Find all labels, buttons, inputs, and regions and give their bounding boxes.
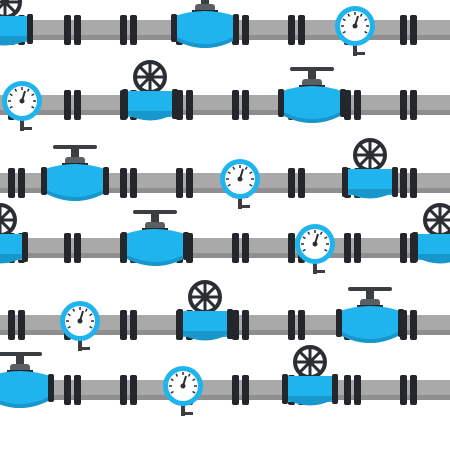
pipe-row [0,60,450,131]
gate-valve-icon [278,67,346,123]
pipe-row [0,0,450,56]
handwheel-valve-icon [0,203,28,264]
pressure-gauge-icon [60,301,100,351]
pressure-gauge-icon [295,224,335,274]
pressure-gauge-icon [163,366,203,416]
handwheel-valve-icon [0,0,33,46]
handwheel-valve-icon [177,280,233,341]
gate-valve-icon [0,352,54,408]
pipe-row [0,280,450,351]
pressure-gauge-icon [335,6,375,56]
handwheel-valve-icon [122,60,178,121]
gate-valve-icon [121,210,189,266]
handwheel-valve-icon [342,138,398,199]
gate-valve-icon [336,287,404,343]
pipe-row [0,345,450,416]
gate-valve-icon [171,0,239,48]
handwheel-valve-icon [412,203,450,264]
pipe-segment [0,375,450,405]
pipe-row [0,138,450,209]
pipe-row [0,203,450,274]
pipe-segment [0,90,450,120]
handwheel-valve-icon [282,345,338,406]
pressure-gauge-icon [220,159,260,209]
pipe-segment [0,233,450,263]
gate-valve-icon [41,145,109,201]
pressure-gauge-icon [2,81,42,131]
